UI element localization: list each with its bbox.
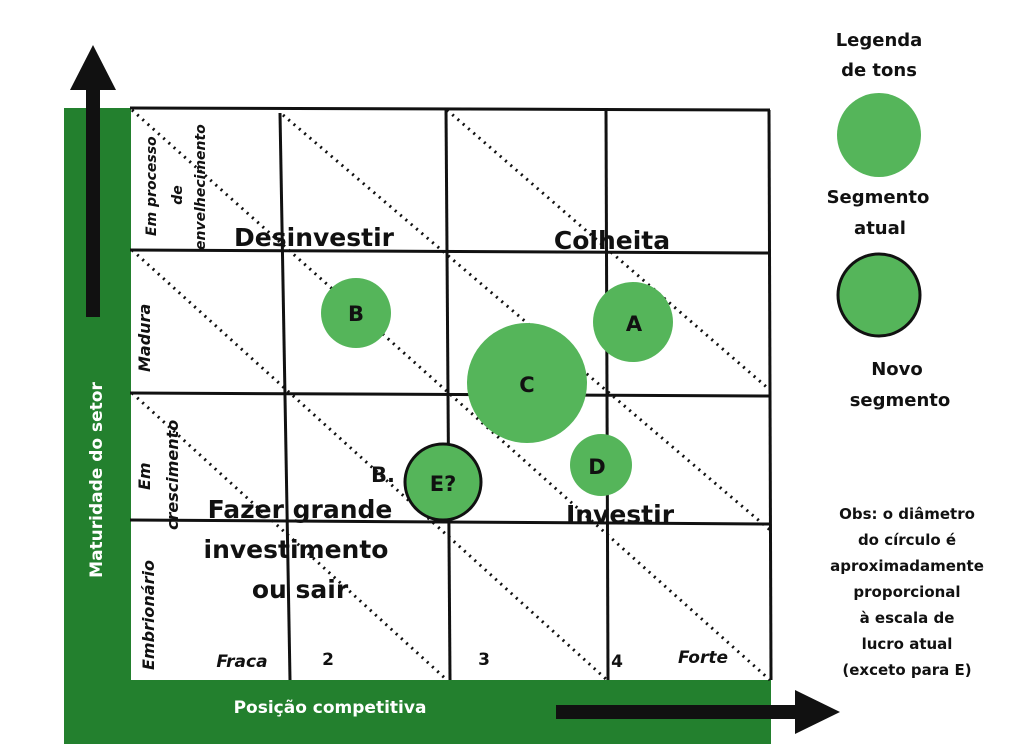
note-line: do círculo é [858, 531, 956, 549]
note-line: à escala de [860, 609, 955, 627]
zone-invest: Investir [566, 500, 675, 529]
x-tick-weak: Fraca [216, 652, 267, 672]
x-tick-strong: Forte [678, 648, 728, 668]
note-line: (exceto para E) [842, 661, 971, 679]
y-level-aging-2: de [170, 185, 186, 205]
x-tick-2: 2 [322, 650, 334, 670]
zone-big-invest-2: investimento [204, 535, 389, 564]
legend-title-1: Legenda [836, 30, 923, 51]
legend-current-1: Segmento [827, 187, 930, 208]
zone-divest: Desinvestir [234, 223, 395, 252]
legend-current-circle [837, 93, 921, 177]
segment-e-circle [403, 442, 483, 522]
y-level-aging-3: envelhecimento [193, 124, 209, 250]
zone-big-invest-3: ou sair [252, 575, 349, 604]
segment-d-circle [570, 434, 632, 496]
segment-c-label: C [519, 373, 534, 397]
zone-harvest: Colheita [554, 226, 670, 255]
x-tick-3: 3 [478, 650, 490, 670]
y-level-embryonic: Embrionário [139, 560, 158, 670]
y-axis-title: Maturidade do setor [87, 382, 107, 578]
segment-b-move-label: B. [371, 463, 395, 487]
legend-current-2: atual [854, 218, 906, 239]
x-tick-4: 4 [611, 652, 623, 672]
y-level-growth-2: crescimento [163, 420, 182, 530]
note-line: proporcional [853, 583, 960, 601]
legend-title-2: de tons [841, 60, 917, 81]
segment-e-label: E? [430, 472, 457, 496]
segment-a-label: A [626, 312, 643, 336]
segment-d-label: D [588, 455, 605, 479]
legend-new-1: Novo [871, 359, 923, 380]
note-line: Obs: o diâmetro [839, 505, 975, 523]
note-line: lucro atual [862, 635, 953, 653]
legend-new-circle [836, 252, 922, 338]
grid [129, 106, 773, 681]
legend-new-2: segmento [850, 390, 951, 411]
x-axis-title: Posição competitiva [234, 698, 427, 718]
y-level-growth-1: Em [135, 462, 154, 490]
note-line: aproximadamente [830, 557, 984, 575]
segment-c-circle [467, 323, 587, 443]
up-arrow-icon [70, 45, 116, 317]
note: Obs: o diâmetro do círculo é aproximadam… [830, 505, 984, 679]
zone-big-invest-1: Fazer grande [208, 495, 393, 524]
segment-b-label: B [348, 302, 364, 326]
y-level-aging-1: Em processo [144, 136, 160, 236]
y-level-mature: Madura [135, 304, 154, 372]
right-arrow-icon [556, 690, 840, 734]
segment-b-circle [321, 278, 391, 348]
segment-a-circle [593, 282, 673, 362]
